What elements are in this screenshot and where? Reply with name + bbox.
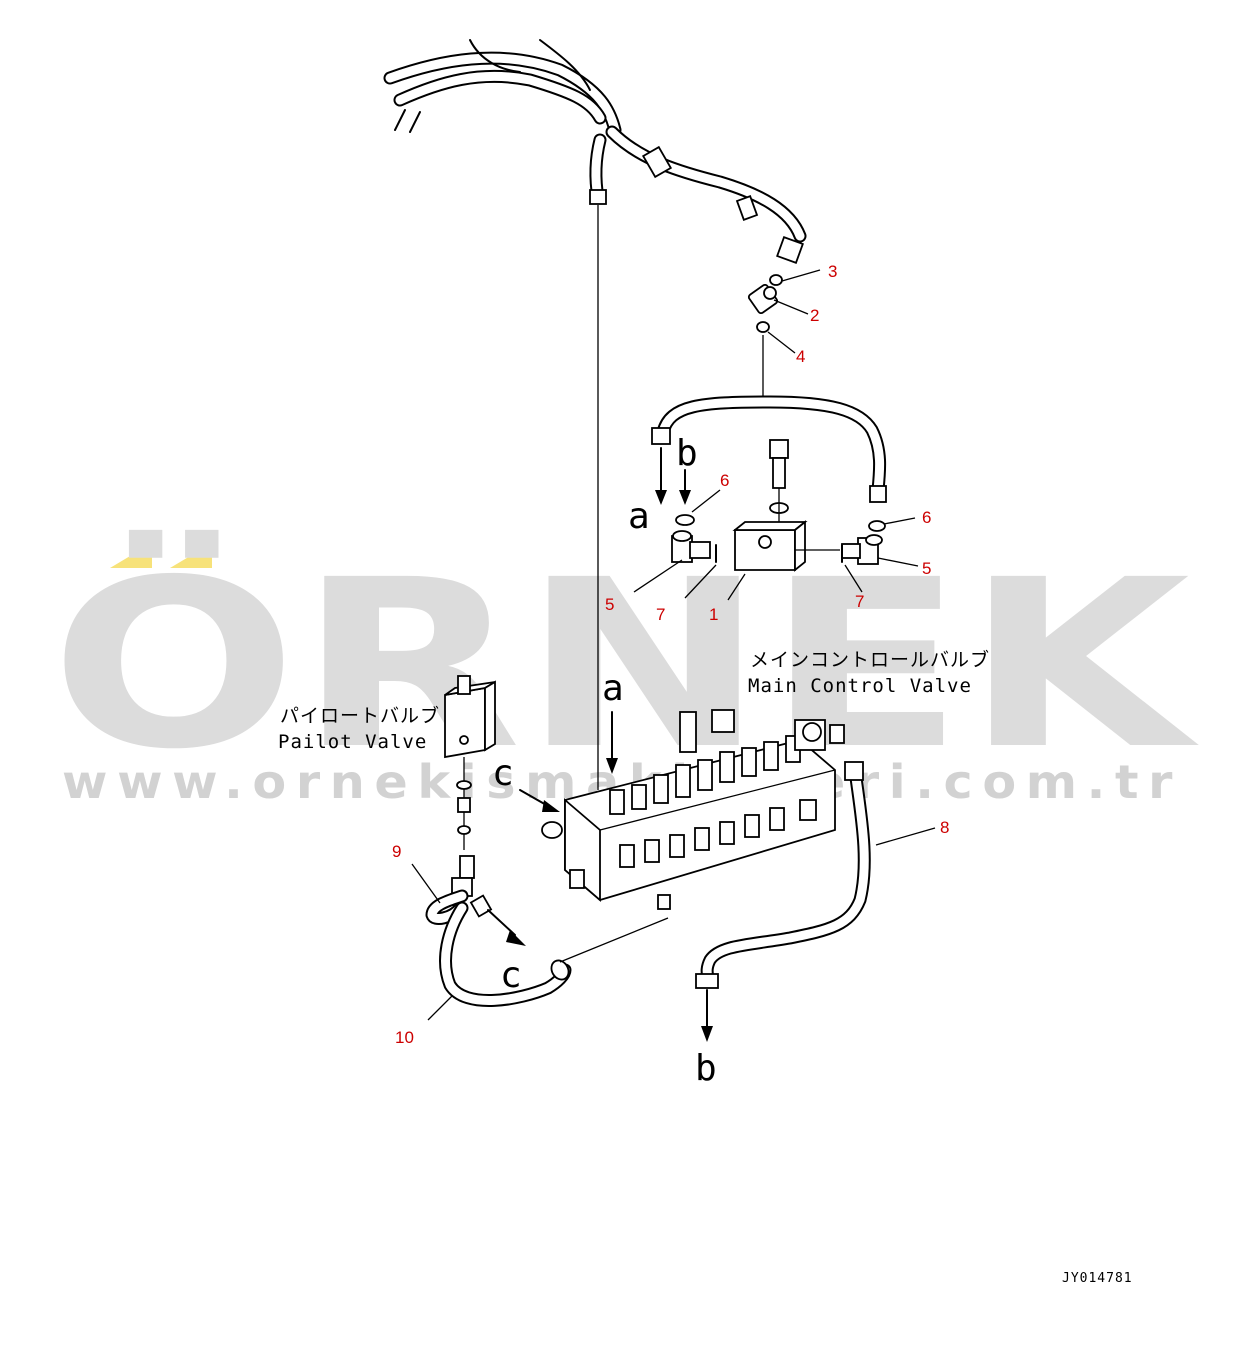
callout-6-left: 6	[720, 471, 729, 490]
watermark: ÖRNEK www.ornekismakineleri.com.tr	[50, 529, 1199, 809]
main-control-valve	[519, 709, 845, 910]
letter-a-lower: a	[602, 668, 624, 709]
letter-b-lower: b	[695, 1048, 717, 1089]
callout-3: 3	[828, 262, 837, 281]
o-ring-3	[769, 274, 783, 286]
callout-1: 1	[709, 605, 718, 624]
pilot-valve-label-en: Pailot Valve	[278, 731, 427, 753]
watermark-accent-right	[170, 543, 212, 568]
letter-c-lower: c	[500, 955, 522, 996]
watermark-brand: ÖRNEK	[50, 529, 1199, 800]
component-labels: メインコントロールバルブ Main Control Valve パイロートバルブ…	[278, 648, 1133, 1286]
top-hose-bundle	[383, 39, 807, 264]
letter-a-upper: a	[628, 496, 650, 537]
watermark-accent-left	[110, 543, 152, 568]
o-ring-4	[756, 321, 770, 333]
o-ring-6-left	[675, 514, 695, 526]
callout-2: 2	[810, 306, 819, 325]
hose-9-10	[425, 889, 669, 1007]
callout-5-left: 5	[605, 595, 614, 614]
main-valve-label-jp: メインコントロールバルブ	[750, 648, 990, 671]
o-ring-6-right	[868, 520, 886, 532]
callout-7-left: 7	[656, 605, 665, 624]
callout-numbers: 1 2 3 4 5 5 6 6 7 7 8 9 10	[392, 262, 949, 1047]
pilot-valve	[444, 675, 496, 918]
callout-10: 10	[395, 1028, 414, 1047]
pilot-valve-label-jp: パイロートバルブ	[280, 704, 440, 727]
main-valve-label-en: Main Control Valve	[748, 675, 972, 697]
callout-4: 4	[796, 347, 805, 366]
callout-5-right: 5	[922, 559, 931, 578]
drawing-code: JY014781	[1062, 1271, 1133, 1286]
bolt-shank	[772, 457, 786, 489]
hose-8	[695, 761, 936, 1042]
valve-spools	[541, 709, 845, 910]
upper-return-hose	[651, 395, 887, 505]
callout-8: 8	[940, 818, 949, 837]
callout-7-right: 7	[855, 592, 864, 611]
callout-9: 9	[392, 842, 401, 861]
connection-letters: a b a c c b	[492, 433, 717, 1089]
letter-b-upper: b	[676, 433, 698, 474]
valve-block-group	[633, 439, 919, 601]
letter-c-upper: c	[492, 753, 514, 794]
callout-6-right: 6	[922, 508, 931, 527]
bolt-head	[769, 439, 789, 459]
fitting-group-2-3-4	[747, 269, 821, 405]
